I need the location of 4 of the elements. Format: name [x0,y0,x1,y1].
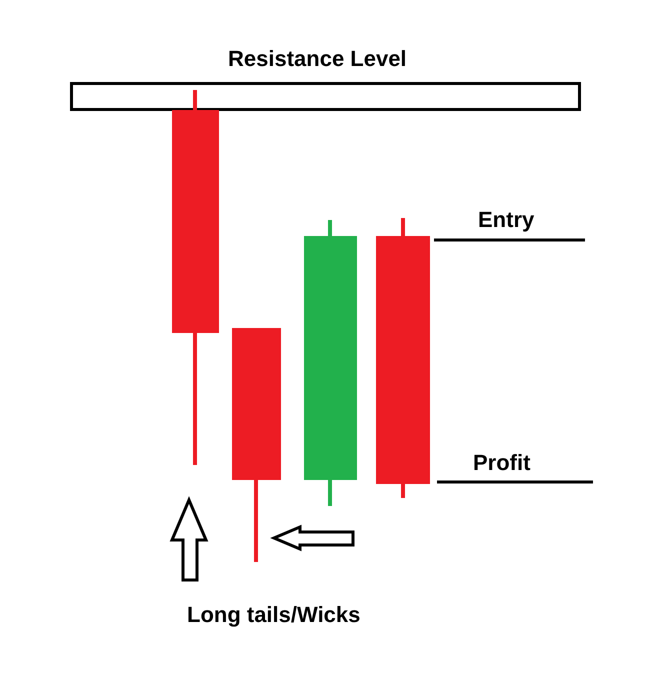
level-label: Entry [478,207,534,233]
level-heading: Resistance Level [228,46,407,72]
annotation-text: Long tails/Wicks [187,602,360,628]
level-label: Profit [473,450,530,476]
